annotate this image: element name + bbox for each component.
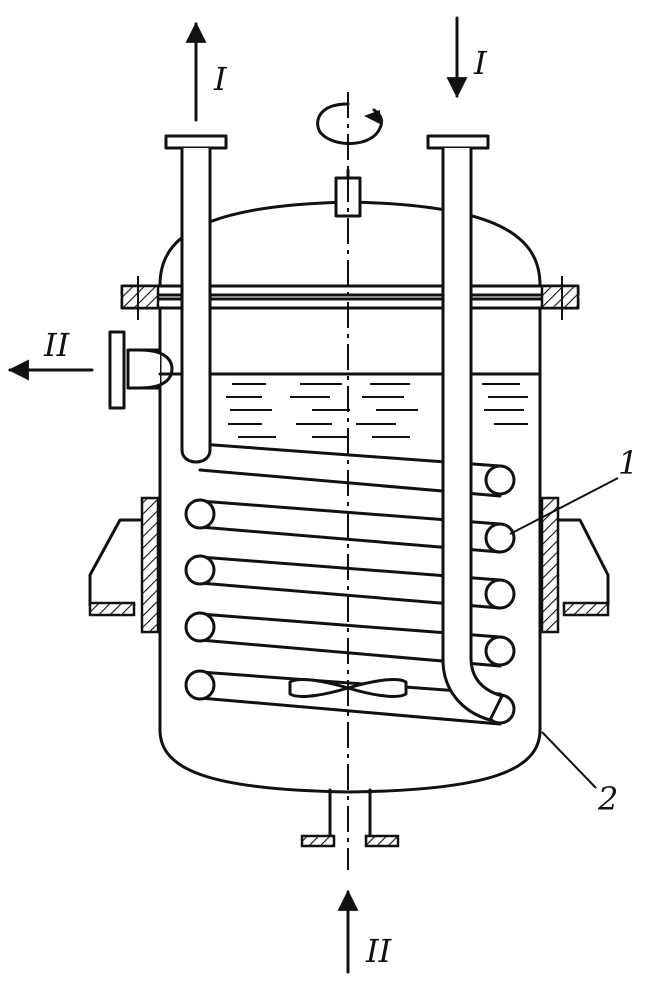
liquid-surface: [158, 372, 542, 438]
label-stream-2-out: II: [43, 326, 71, 364]
support-right-pad: [562, 601, 610, 617]
label-stream-2-in: II: [365, 932, 393, 970]
bottom-flange-right: [364, 834, 400, 848]
label-callout-coil: 1: [618, 444, 638, 482]
flange-left-hatch: [120, 284, 160, 310]
support-right: [554, 518, 610, 607]
leader-coil: [509, 477, 619, 535]
coil-right-ends: [484, 464, 516, 725]
support-lugs: [88, 496, 610, 634]
label-callout-jacket: 2: [597, 780, 618, 818]
left-pipe: [164, 134, 228, 464]
label-stream-1-in: I: [473, 44, 488, 82]
bottom-flange-left: [300, 834, 336, 848]
support-right-wall: [540, 496, 560, 634]
rotation-icon: [316, 102, 384, 145]
label-stream-1-out: I: [213, 60, 228, 98]
side-outlet-flange: [108, 330, 126, 410]
vessel-bottom-head: [158, 728, 542, 794]
right-pipe-flange: [426, 134, 490, 150]
flow-arrows: [7, 16, 468, 974]
right-pipe: [426, 134, 504, 722]
support-left-wall: [140, 496, 160, 634]
rotation-arrowhead: [364, 110, 380, 124]
heating-coil: [184, 442, 516, 726]
support-left-pad: [88, 601, 136, 617]
leader-jacket: [541, 731, 597, 789]
flange-right-hatch: [540, 284, 580, 310]
coil-left-ends: [184, 498, 216, 701]
side-outlet-nozzle: [108, 330, 174, 410]
support-left: [88, 518, 144, 607]
bottom-nozzle: [300, 788, 400, 848]
left-pipe-flange: [164, 134, 228, 150]
